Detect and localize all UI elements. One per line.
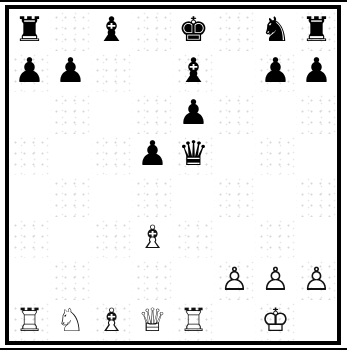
square-c4[interactable]	[91, 175, 132, 217]
square-g4[interactable]	[255, 175, 296, 217]
square-e3[interactable]	[173, 217, 214, 259]
square-h8[interactable]: ♜	[296, 9, 337, 51]
square-e8[interactable]: ♚	[173, 9, 214, 51]
white-bishop-c1[interactable]: ♗	[97, 304, 126, 336]
square-h1[interactable]	[296, 300, 337, 342]
square-f3[interactable]	[214, 217, 255, 259]
square-d3[interactable]: ♗	[132, 217, 173, 259]
square-a7[interactable]: ♟	[9, 51, 50, 93]
square-h2[interactable]: ♙	[296, 258, 337, 300]
square-d4[interactable]	[132, 175, 173, 217]
square-f7[interactable]	[214, 51, 255, 93]
white-pawn-g2[interactable]: ♙	[261, 263, 290, 295]
square-b1[interactable]: ♘	[50, 300, 91, 342]
square-g3[interactable]	[255, 217, 296, 259]
black-pawn-b7[interactable]: ♟	[55, 54, 85, 88]
black-pawn-e6[interactable]: ♟	[178, 96, 208, 130]
white-king-g1[interactable]: ♔	[261, 304, 290, 336]
square-d5[interactable]: ♟	[132, 134, 173, 176]
square-h5[interactable]	[296, 134, 337, 176]
white-knight-b1[interactable]: ♘	[56, 304, 85, 336]
square-c1[interactable]: ♗	[91, 300, 132, 342]
square-e5[interactable]: ♛	[173, 134, 214, 176]
square-f1[interactable]	[214, 300, 255, 342]
square-f4[interactable]	[214, 175, 255, 217]
chess-board: ♜ ♝ ♚ ♞ ♜ ♟ ♟ ♝ ♟ ♟ ♟ ♟ ♛ ♗ ♙ ♙ ♙ ♖ ♘ ♗ ♕ ♖ ♔	[5, 5, 341, 345]
square-g2[interactable]: ♙	[255, 258, 296, 300]
black-pawn-a7[interactable]: ♟	[14, 54, 44, 88]
square-d2[interactable]	[132, 258, 173, 300]
square-h4[interactable]	[296, 175, 337, 217]
black-rook-h8[interactable]: ♜	[301, 13, 331, 47]
square-f5[interactable]	[214, 134, 255, 176]
square-b3[interactable]	[50, 217, 91, 259]
white-pawn-f2[interactable]: ♙	[220, 263, 249, 295]
square-h6[interactable]	[296, 92, 337, 134]
black-knight-g8[interactable]: ♞	[260, 13, 290, 47]
square-a2[interactable]	[9, 258, 50, 300]
square-b5[interactable]	[50, 134, 91, 176]
square-a1[interactable]: ♖	[9, 300, 50, 342]
black-king-e8[interactable]: ♚	[178, 13, 208, 47]
square-e6[interactable]: ♟	[173, 92, 214, 134]
square-f6[interactable]	[214, 92, 255, 134]
square-c8[interactable]: ♝	[91, 9, 132, 51]
white-bishop-d3[interactable]: ♗	[138, 221, 167, 253]
square-a8[interactable]: ♜	[9, 9, 50, 51]
square-c3[interactable]	[91, 217, 132, 259]
square-c7[interactable]	[91, 51, 132, 93]
square-e7[interactable]: ♝	[173, 51, 214, 93]
square-b8[interactable]	[50, 9, 91, 51]
square-g5[interactable]	[255, 134, 296, 176]
square-g7[interactable]: ♟	[255, 51, 296, 93]
black-pawn-d5[interactable]: ♟	[137, 137, 167, 171]
square-g8[interactable]: ♞	[255, 9, 296, 51]
black-bishop-e7[interactable]: ♝	[178, 54, 208, 88]
white-rook-a1[interactable]: ♖	[15, 304, 44, 336]
square-c6[interactable]	[91, 92, 132, 134]
square-f8[interactable]	[214, 9, 255, 51]
square-d8[interactable]	[132, 9, 173, 51]
black-pawn-h7[interactable]: ♟	[301, 54, 331, 88]
square-e2[interactable]	[173, 258, 214, 300]
square-a3[interactable]	[9, 217, 50, 259]
square-b7[interactable]: ♟	[50, 51, 91, 93]
square-a6[interactable]	[9, 92, 50, 134]
square-c2[interactable]	[91, 258, 132, 300]
black-queen-e5[interactable]: ♛	[178, 137, 208, 171]
square-c5[interactable]	[91, 134, 132, 176]
square-e4[interactable]	[173, 175, 214, 217]
white-pawn-h2[interactable]: ♙	[302, 263, 331, 295]
black-rook-a8[interactable]: ♜	[14, 13, 44, 47]
square-d1[interactable]: ♕	[132, 300, 173, 342]
square-g1[interactable]: ♔	[255, 300, 296, 342]
square-d6[interactable]	[132, 92, 173, 134]
square-h7[interactable]: ♟	[296, 51, 337, 93]
square-b6[interactable]	[50, 92, 91, 134]
square-f2[interactable]: ♙	[214, 258, 255, 300]
square-h3[interactable]	[296, 217, 337, 259]
square-b4[interactable]	[50, 175, 91, 217]
white-queen-d1[interactable]: ♕	[138, 304, 167, 336]
square-e1[interactable]: ♖	[173, 300, 214, 342]
square-a4[interactable]	[9, 175, 50, 217]
board-grid: ♜ ♝ ♚ ♞ ♜ ♟ ♟ ♝ ♟ ♟ ♟ ♟ ♛ ♗ ♙ ♙ ♙ ♖ ♘ ♗ ♕ ♖ ♔	[9, 9, 337, 341]
square-d7[interactable]	[132, 51, 173, 93]
white-rook-e1[interactable]: ♖	[179, 304, 208, 336]
square-g6[interactable]	[255, 92, 296, 134]
square-a5[interactable]	[9, 134, 50, 176]
black-bishop-c8[interactable]: ♝	[96, 13, 126, 47]
black-pawn-g7[interactable]: ♟	[260, 54, 290, 88]
square-b2[interactable]	[50, 258, 91, 300]
